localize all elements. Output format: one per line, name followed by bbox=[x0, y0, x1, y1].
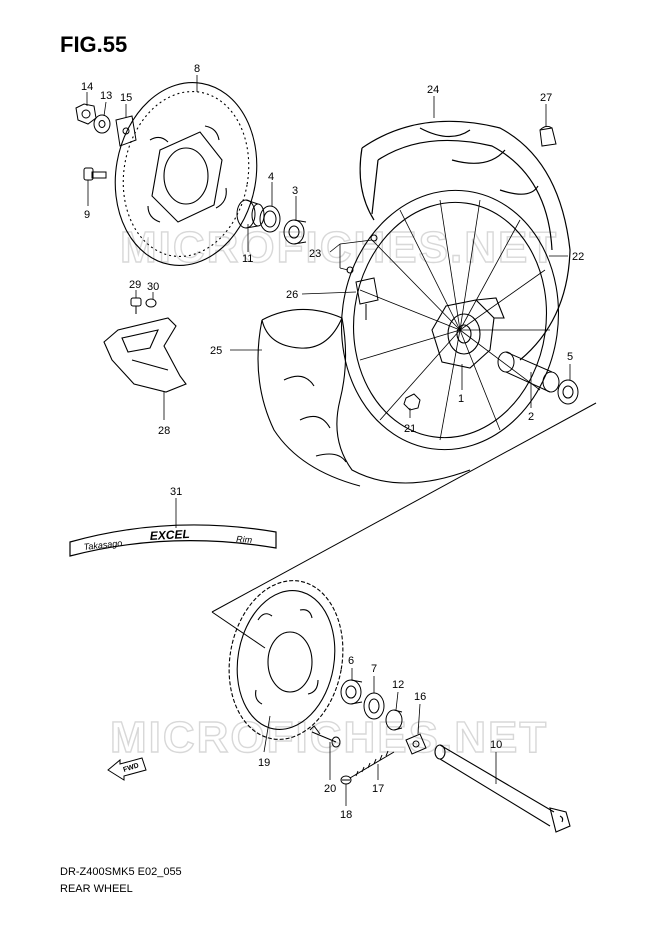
callout-15: 15 bbox=[120, 92, 132, 104]
callout-27: 27 bbox=[540, 92, 552, 104]
watermark-bottom: MICROFICHES.NET bbox=[110, 713, 548, 762]
callout-31: 31 bbox=[170, 486, 182, 498]
valve-cap[interactable] bbox=[539, 125, 557, 147]
callout-24: 24 bbox=[427, 84, 439, 96]
callout-19: 19 bbox=[258, 757, 270, 769]
rear-rim[interactable] bbox=[325, 176, 575, 464]
washer[interactable] bbox=[93, 114, 111, 134]
section-name: REAR WHEEL bbox=[60, 883, 133, 895]
fwd-label: FWD bbox=[122, 762, 139, 774]
wheel-bearing-right[interactable] bbox=[557, 379, 579, 405]
rear-sprocket[interactable] bbox=[217, 571, 355, 748]
callout-13: 13 bbox=[100, 90, 112, 102]
callout-28: 28 bbox=[158, 425, 170, 437]
callout-8: 8 bbox=[194, 63, 200, 75]
sprocket-bearing[interactable] bbox=[340, 679, 363, 705]
disc-bolt[interactable] bbox=[83, 167, 107, 181]
callout-17: 17 bbox=[372, 783, 384, 795]
decal-brand-large: EXCEL bbox=[149, 527, 190, 543]
decal-brand-small: Takasago bbox=[83, 538, 123, 552]
callout-3: 3 bbox=[292, 185, 298, 197]
oil-seal[interactable] bbox=[259, 205, 281, 233]
brake-disc[interactable] bbox=[101, 71, 271, 277]
rear-axle[interactable] bbox=[434, 744, 571, 833]
figure-title: FIG.55 bbox=[60, 32, 128, 57]
collar-spacer[interactable] bbox=[385, 709, 403, 731]
chain-adjuster[interactable] bbox=[405, 733, 427, 755]
callout-21: 21 bbox=[404, 423, 416, 435]
wheel-bearing-left[interactable] bbox=[283, 219, 307, 245]
inner-tube[interactable] bbox=[257, 308, 471, 487]
disc-protector[interactable] bbox=[103, 317, 187, 393]
callout-22: 22 bbox=[572, 251, 584, 263]
rim-lock[interactable] bbox=[355, 277, 379, 320]
callout-25: 25 bbox=[210, 345, 222, 357]
callout-30: 30 bbox=[147, 281, 159, 293]
callout-11: 11 bbox=[242, 253, 253, 265]
spokes[interactable] bbox=[359, 199, 550, 441]
callout-16: 16 bbox=[414, 691, 426, 703]
axle-spacer[interactable] bbox=[497, 351, 560, 393]
callout-7: 7 bbox=[371, 663, 377, 675]
wheel-hub[interactable] bbox=[431, 297, 505, 369]
callout-18: 18 bbox=[340, 809, 352, 821]
callout-10: 10 bbox=[490, 739, 502, 751]
hub-nut[interactable] bbox=[403, 393, 421, 411]
sprocket-bolt[interactable] bbox=[309, 725, 341, 748]
callout-26: 26 bbox=[286, 289, 298, 301]
protector-washer[interactable] bbox=[145, 298, 157, 308]
cap-nut[interactable] bbox=[75, 103, 97, 125]
callout-12: 12 bbox=[392, 679, 404, 691]
adjuster-bolt[interactable] bbox=[349, 750, 395, 779]
forward-direction-arrow bbox=[107, 757, 147, 781]
mounting-plate[interactable] bbox=[115, 115, 137, 147]
callout-4: 4 bbox=[268, 171, 274, 183]
rear-tire[interactable] bbox=[359, 120, 571, 361]
decal-brand-suffix: Rim bbox=[236, 534, 253, 545]
callout-6: 6 bbox=[348, 655, 354, 667]
assembly-guide-lines bbox=[211, 402, 597, 649]
rim-decal bbox=[69, 524, 277, 557]
adjuster-screw[interactable] bbox=[340, 775, 352, 785]
model-code: DR-Z400SMK5 E02_055 bbox=[60, 866, 182, 878]
callout-2: 2 bbox=[528, 411, 534, 423]
callout-9: 9 bbox=[84, 209, 90, 221]
callout-5: 5 bbox=[567, 351, 573, 363]
callout-1: 1 bbox=[458, 393, 464, 405]
callout-14: 14 bbox=[81, 81, 93, 93]
protector-bolt[interactable] bbox=[130, 297, 142, 314]
callout-29: 29 bbox=[129, 279, 141, 291]
leader-lines bbox=[86, 75, 571, 806]
callout-20: 20 bbox=[324, 783, 336, 795]
callout-23: 23 bbox=[309, 248, 321, 260]
